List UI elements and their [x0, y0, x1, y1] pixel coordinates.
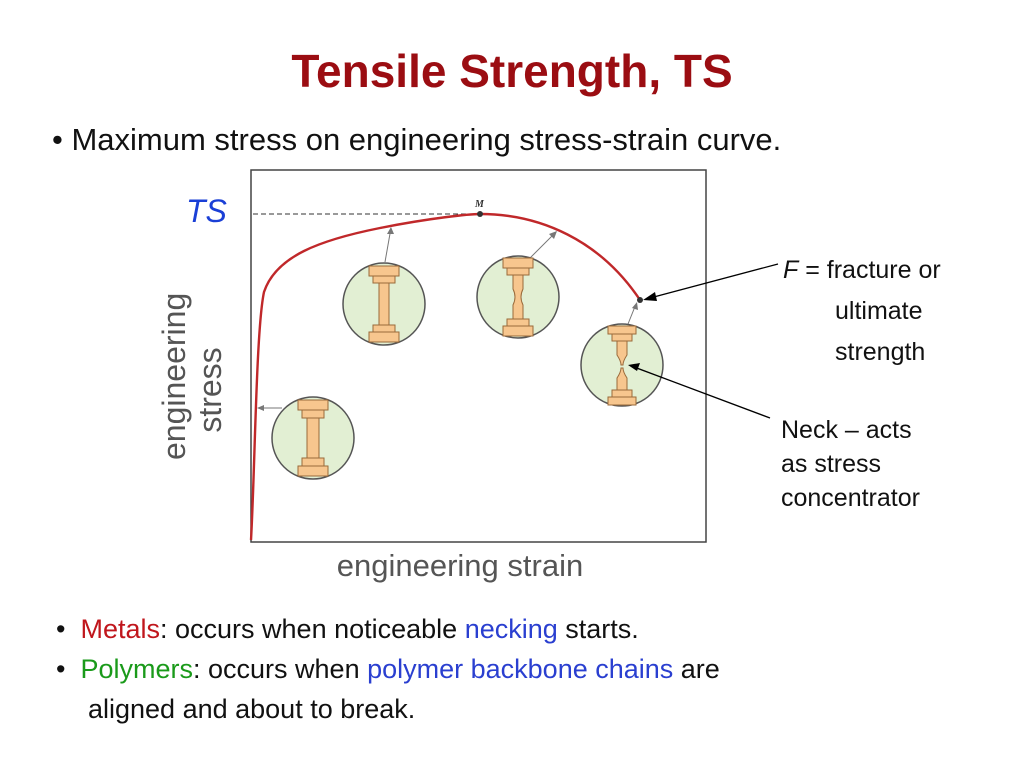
bullet-dot: •	[56, 614, 66, 644]
pointer-arrowhead	[387, 227, 394, 234]
pointer-arrowhead	[632, 302, 638, 310]
fracture-symbol: F	[783, 256, 799, 284]
metals-text-a: occurs when noticeable	[167, 614, 465, 644]
bullet-dot: •	[56, 654, 66, 684]
polymers-text-b: are	[673, 654, 720, 684]
neck-annotation-arrowhead	[628, 363, 640, 371]
polymers-bullet: • Polymers: occurs when polymer backbone…	[56, 654, 720, 685]
polymers-colon: :	[193, 654, 201, 684]
ts-label: TS	[186, 193, 227, 229]
pointer-arrowhead	[257, 405, 264, 411]
fracture-point-marker	[637, 297, 643, 303]
neck-line3: concentrator	[781, 484, 920, 512]
fracture-line1: = fracture or	[798, 256, 941, 284]
polymers-text-a: occurs when	[200, 654, 368, 684]
fracture-annotation-arrow	[649, 263, 779, 299]
polymers-highlight: polymer backbone chains	[367, 654, 674, 684]
x-axis-label: engineering strain	[336, 548, 584, 583]
specimen-elastic	[271, 396, 355, 480]
stress-strain-curve	[249, 212, 641, 541]
fracture-annotation: F = fracture or ultimate strength	[783, 250, 941, 373]
specimen-uniform	[342, 262, 426, 346]
polymers-term: Polymers	[80, 654, 193, 684]
specimen-fracture	[580, 323, 664, 407]
fracture-line2: ultimate	[835, 297, 923, 325]
max-point-label: M	[474, 199, 485, 210]
specimen-necking	[476, 255, 560, 339]
plot-frame	[250, 169, 707, 543]
main-bullet: • Maximum stress on engineering stress-s…	[52, 122, 782, 157]
metals-text-b: starts.	[557, 614, 639, 644]
neck-annotation-arrow	[633, 366, 771, 419]
fracture-line3: strength	[835, 338, 926, 366]
slide-title: Tensile Strength, TS	[291, 45, 733, 97]
max-point-marker	[477, 211, 483, 217]
neck-line1: Neck – acts	[781, 416, 912, 444]
metals-colon: :	[160, 614, 168, 644]
metals-term: Metals	[80, 614, 160, 644]
pointer-arrowhead	[549, 231, 557, 239]
neck-line2: as stress	[781, 450, 882, 478]
neck-annotation: Neck – acts as stress concentrator	[781, 413, 920, 515]
y-axis-label-line2: stress	[192, 347, 228, 433]
metals-highlight: necking	[464, 614, 558, 644]
y-axis-label-line1: engineering	[156, 292, 192, 460]
metals-bullet: • Metals: occurs when noticeable necking…	[56, 614, 639, 645]
y-axis-label: engineering stress	[156, 293, 228, 460]
polymers-line2: aligned and about to break.	[88, 694, 416, 724]
fracture-annotation-arrowhead	[643, 292, 657, 301]
